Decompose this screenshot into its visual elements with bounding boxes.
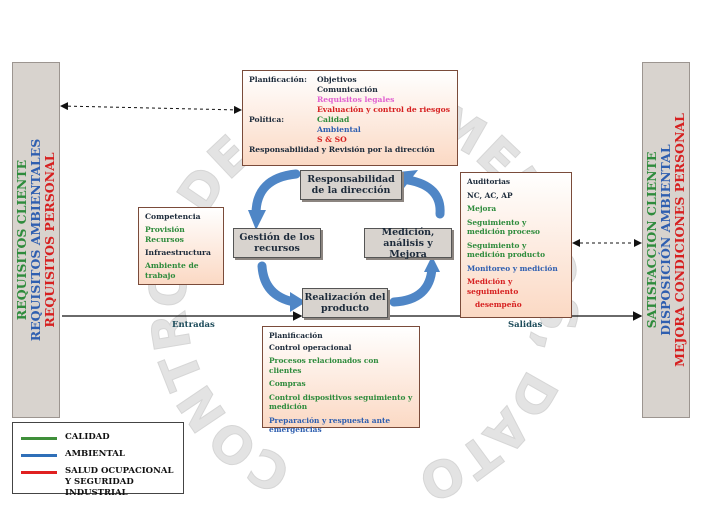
salidas-label: Salidas [508,320,543,330]
cycle-arrow-bottom-left [257,261,299,307]
left-line-1: REQUISITOS CLIENTE [14,159,29,321]
comunicacion-text: Comunicación [317,85,378,94]
compras-text: Compras [269,379,306,388]
left-line-2: REQUISITOS AMBIENTALES [28,138,43,342]
evaluacion-text: Evaluación y control de riesgos [317,105,450,114]
node-medicion: Medición, análisis y Mejora [364,227,452,260]
legend-bar-ambiental [21,454,57,457]
right-line-1: SATISFACCION CLIENTE [644,151,659,329]
node-responsabilidad: Responsabilidad de la dirección [300,170,402,200]
ambiente-text: Ambiente de trabajo [145,261,199,280]
mejora-text: Mejora [467,204,497,213]
node-realizacion: Realización del producto [302,288,388,318]
legend-label-salud: SALUD OCUPACIONAL Y SEGURIDAD INDUSTRIAL [65,466,174,498]
entradas-label: Entradas [172,320,215,330]
sso-text: S & SO [317,135,347,144]
objetivos-text: Objetivos [317,75,357,84]
politica-label: Política: [249,115,285,124]
nc-text: NC, AC, AP [467,190,513,200]
cycle-arrowhead-top-left [248,210,266,230]
product-box: Planificación Control operacional Proces… [262,326,420,434]
audit-box: Auditorias NC, AC, AP Mejora Seguimiento… [460,172,572,318]
infraestructura-text: Infraestructura [145,248,211,257]
legend-bar-calidad [21,437,57,440]
auditorias-text: Auditorias [467,177,511,186]
preparacion-text: Preparación y respuesta ante emergencias [269,415,391,435]
left-line-3: REQUISITOS PERSONAL [42,152,57,328]
responsabilidad-text: Responsabilidad y Revisión por la direcc… [249,145,435,154]
right-line-3: MEJORA CONDICIONES PERSONAL [672,113,687,367]
seg-producto-text: Seguimiento y medición producto [467,240,546,260]
monitoreo-text: Monitoreo y medición [467,263,558,273]
cycle-arrow-bottom-right [389,263,437,307]
seg-proceso-text: Seguimiento y medición proceso [467,217,540,237]
cycle-arrowhead-bottom-right [424,256,440,272]
legend-label-ambiental: AMBIENTAL [65,449,125,459]
cycle-arrow-top-right [403,175,445,219]
cycle-arrow-top-left [251,169,301,219]
left-requirements-panel: REQUISITOS CLIENTE REQUISITOS AMBIENTALE… [12,62,60,418]
medicion-desempeno-2: desempeño [475,300,522,309]
node-gestion: Gestión de los recursos [233,228,321,258]
requisitos-legales-text: Requisitos legales [317,95,395,104]
legend-label-calidad: CALIDAD [65,432,110,442]
resources-box: Competencia Provisión Recursos Infraestr… [138,207,224,285]
provision-text: Provisión Recursos [145,225,185,244]
legend-bar-salud [21,471,57,474]
right-satisfaction-panel: SATISFACCION CLIENTE DISPOSICIÓN AMBIENT… [642,62,690,418]
prod-planificacion-text: Planificación [269,331,323,340]
left-panel-text: REQUISITOS CLIENTE REQUISITOS AMBIENTALE… [14,138,57,342]
dashed-line-top [60,102,242,114]
procesos-text: Procesos relacionados con clientes [269,356,379,375]
control-operacional-text: Control operacional [269,342,352,352]
medicion-desempeno-1: Medición y seguimiento [467,277,519,296]
right-panel-text: SATISFACCION CLIENTE DISPOSICIÓN AMBIENT… [644,113,687,367]
calidad-text: Calidad [317,115,350,124]
planificacion-label: Planificación: [249,75,307,84]
ambiental-text: Ambiental [317,125,361,134]
cycle-arrowhead-bottom-left [290,292,306,312]
cycle-arrowhead-top-right [398,170,418,188]
planning-box: Planificación: Objetivos Comunicación Req… [242,70,458,166]
competencia-text: Competencia [145,212,201,221]
legend-box: CALIDAD AMBIENTAL SALUD OCUPACIONAL Y SE… [12,422,184,498]
control-dispositivos-text: Control dispositivos seguimiento y medic… [269,392,413,412]
right-line-2: DISPOSICIÓN AMBIENTAL [658,144,673,336]
